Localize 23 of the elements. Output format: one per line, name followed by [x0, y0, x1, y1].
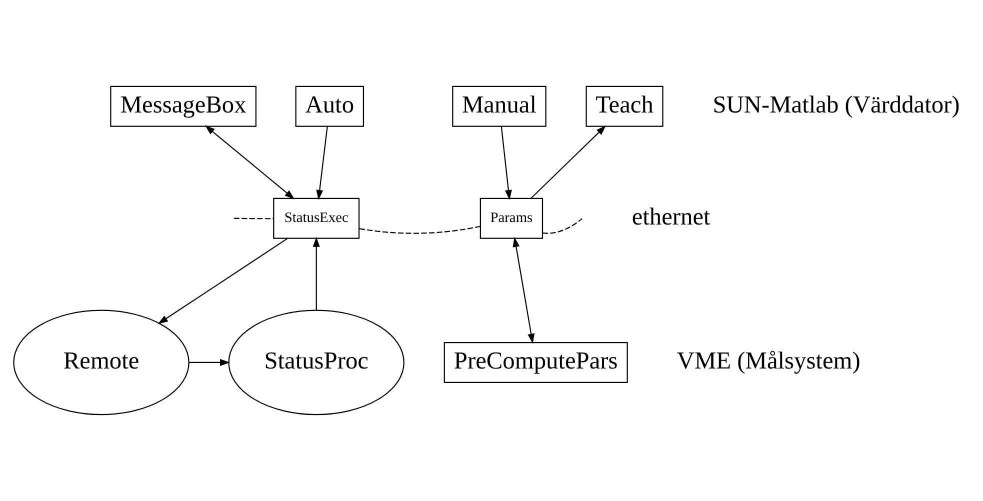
node-box: Manual: [452, 86, 546, 127]
node-ellipse: StatusProc: [228, 310, 404, 416]
connector: [234, 218, 274, 220]
arrow: [189, 358, 230, 366]
arrow: [512, 236, 535, 344]
connector: [359, 226, 480, 234]
arrow: [500, 126, 512, 200]
arrow: [204, 125, 295, 200]
node-box: Teach: [586, 86, 664, 127]
arrow: [312, 236, 320, 310]
node-box: PreComputePars: [444, 342, 628, 383]
node-box: Auto: [295, 86, 364, 127]
connector: [542, 218, 582, 234]
arrow: [530, 125, 606, 199]
label: SUN-Matlab (Värddator): [712, 92, 960, 119]
arrow: [316, 126, 328, 200]
node-box: StatusExec: [273, 198, 360, 239]
arrow: [158, 238, 288, 324]
node-ellipse: Remote: [13, 310, 190, 416]
node-box: Params: [480, 198, 544, 239]
node-box: MessageBox: [110, 86, 256, 127]
label: VME (Målsystem): [676, 348, 860, 375]
label: ethernet: [632, 204, 710, 231]
